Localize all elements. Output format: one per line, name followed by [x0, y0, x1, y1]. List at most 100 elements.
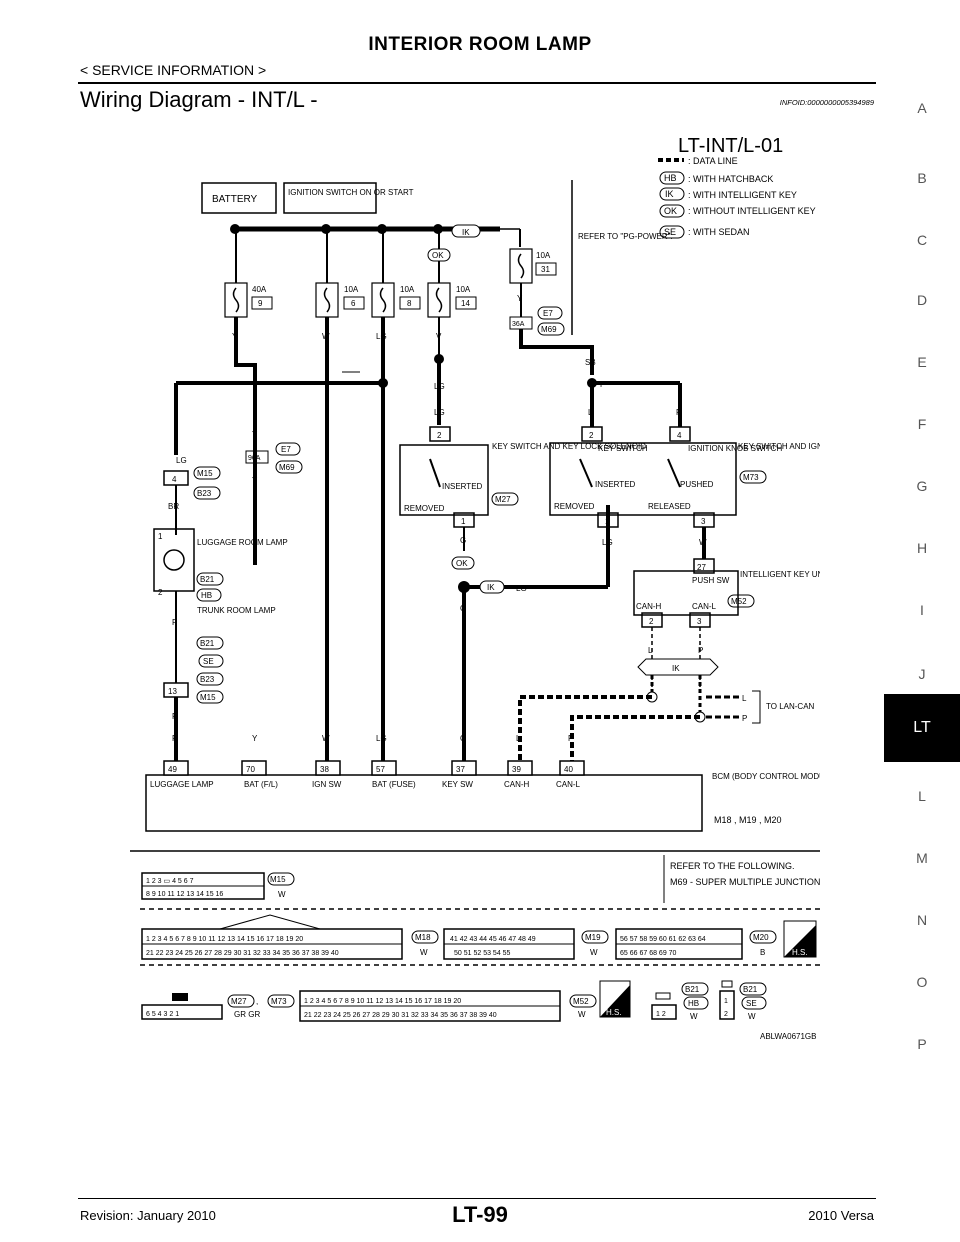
header-divider [78, 82, 876, 84]
side-index-c[interactable]: C [916, 232, 928, 248]
fuse-row: 40A 9 10A 6 10A 8 10A 14 10A 31 [224, 248, 557, 318]
svg-text:H.S.: H.S. [792, 948, 808, 957]
side-index-e[interactable]: E [917, 354, 927, 370]
svg-text:IK: IK [672, 664, 680, 673]
svg-text:36A: 36A [512, 321, 525, 328]
svg-text:M73: M73 [743, 473, 759, 482]
svg-text:Y: Y [252, 430, 258, 439]
svg-text:L: L [588, 408, 593, 417]
side-index-d[interactable]: D [916, 292, 928, 308]
svg-text:27: 27 [697, 563, 706, 572]
refer-following: REFER TO THE FOLLOWING. [670, 861, 795, 871]
side-index-m[interactable]: M [916, 850, 928, 866]
push-sw-label: PUSH SW [692, 576, 730, 585]
svg-text:LG: LG [602, 538, 613, 547]
released-label: RELEASED [648, 502, 691, 511]
side-index-f[interactable]: F [917, 416, 927, 432]
ik-can-l-label: CAN-L [692, 602, 717, 611]
side-index-j[interactable]: J [918, 666, 926, 682]
section-title: Wiring Diagram - INT/L - [80, 87, 318, 112]
legend-data-line: : DATA LINE [688, 156, 738, 166]
pushed-label: PUSHED [680, 480, 714, 489]
battery-label: BATTERY [212, 194, 258, 205]
side-index-b[interactable]: B [917, 170, 927, 186]
svg-text:2: 2 [724, 1011, 728, 1018]
bcm-terminals: 49 LUGGAGE LAMP 70 BAT (F/L) 38 IGN SW 5… [150, 760, 585, 789]
page-number: LT-99 [452, 1202, 508, 1227]
conn-m19-id: M19 [585, 933, 601, 942]
legend-ik-symbol: IK [665, 189, 674, 199]
fuse-4-amp: 10A [456, 285, 471, 294]
key-switch-label: KEY SWITCH [598, 444, 648, 453]
svg-text:1 2: 1 2 [656, 1011, 666, 1018]
side-index-g[interactable]: G [916, 478, 928, 494]
bcm-pin-37: 37 [456, 765, 465, 774]
side-index-n[interactable]: N [916, 912, 928, 928]
bcm-ign-sw: IGN SW [312, 780, 342, 789]
conn-m27-color: GR GR [234, 1010, 260, 1019]
fuse-1-amp: 40A [252, 285, 267, 294]
bcm-pin-57: 57 [376, 765, 385, 774]
bcm-pin-40: 40 [564, 765, 573, 774]
svg-text:41 42 43 44 45 46 47 48 49: 41 42 43 44 45 46 47 48 49 [450, 936, 536, 943]
svg-text:65 66 67 68 69 70: 65 66 67 68 69 70 [620, 950, 677, 957]
bcm-luggage-lamp: LUGGAGE LAMP [150, 780, 214, 789]
svg-text:G: G [460, 604, 466, 613]
ignition-knob-label: IGNITION KNOB SWITCH [688, 444, 782, 453]
bcm-can-h: CAN-H [504, 780, 530, 789]
svg-text:LG: LG [376, 734, 387, 743]
luggage-lamp-label: LUGGAGE ROOM LAMP [197, 538, 288, 547]
key-switch-ign-label: KEY SWITCH AND IGNITION KNOB SWITCH [738, 442, 820, 451]
side-index-active[interactable]: LT [884, 694, 960, 762]
connector-b21-hb: 1 2 B21 HB W [651, 982, 709, 1021]
svg-text:1: 1 [461, 517, 466, 526]
svg-text:1: 1 [158, 532, 163, 541]
connector-m19: 41 42 43 44 45 46 47 48 49 50 51 52 53 5… [443, 928, 609, 960]
bcm-pin-49: 49 [168, 765, 177, 774]
side-index-p[interactable]: P [917, 1036, 927, 1052]
conn-m52-color: W [578, 1010, 586, 1019]
svg-text:21 22 23 24 25 26 27 28 29 30: 21 22 23 24 25 26 27 28 29 30 31 32 33 3… [146, 950, 339, 957]
bcm-pin-70: 70 [246, 765, 255, 774]
legend-sedan: : WITH SEDAN [688, 227, 750, 237]
svg-text:G: G [460, 734, 466, 743]
refer-pg-power: REFER TO "PG-POWER". [578, 232, 673, 241]
connector-m20: 56 57 58 59 60 61 62 63 64 65 66 67 68 6… [615, 920, 817, 960]
svg-text:E7: E7 [543, 309, 553, 318]
svg-text:56 57 58 59 60 61 62 63 64: 56 57 58 59 60 61 62 63 64 [620, 936, 706, 943]
side-index-o[interactable]: O [916, 974, 928, 990]
svg-text:50 51 52 53 54 55: 50 51 52 53 54 55 [454, 950, 511, 957]
svg-text:L: L [648, 646, 653, 655]
svg-text:M69: M69 [279, 463, 295, 472]
svg-text:OK: OK [432, 251, 444, 260]
side-index-h[interactable]: H [916, 540, 928, 556]
svg-text:M15: M15 [197, 469, 213, 478]
bcm-key-sw: KEY SW [442, 780, 473, 789]
svg-text:LG: LG [176, 456, 187, 465]
svg-text:HB: HB [688, 999, 699, 1008]
info-id: INFOID:0000000005394989 [779, 98, 874, 107]
svg-text:3: 3 [701, 517, 706, 526]
side-index-a[interactable]: A [917, 100, 927, 116]
svg-text:SE: SE [203, 657, 214, 666]
fuse-1-num: 9 [258, 299, 263, 308]
trunk-lamp-label: TRUNK ROOM LAMP [197, 606, 276, 615]
conn-b21hb-color: W [690, 1012, 698, 1021]
svg-text:BR: BR [168, 502, 179, 511]
svg-text:P: P [172, 712, 177, 721]
bcm-bat-fuse: BAT (FUSE) [372, 780, 416, 789]
svg-text:IK: IK [462, 228, 470, 237]
svg-text:E7: E7 [281, 445, 291, 454]
bcm-can-l: CAN-L [556, 780, 581, 789]
bcm-bat-fl: BAT (F/L) [244, 780, 278, 789]
diagram-id: LT-INT/L-01 [678, 135, 783, 157]
legend-hb-symbol: HB [664, 173, 677, 183]
fuse-3-num: 8 [407, 299, 412, 308]
side-index-i[interactable]: I [920, 602, 924, 618]
svg-text:M52: M52 [731, 597, 747, 606]
side-index-l[interactable]: L [918, 788, 926, 804]
svg-text:P: P [172, 734, 177, 743]
page-title: INTERIOR ROOM LAMP [368, 34, 592, 55]
svg-text:B23: B23 [200, 675, 215, 684]
svg-text:4: 4 [677, 431, 682, 440]
